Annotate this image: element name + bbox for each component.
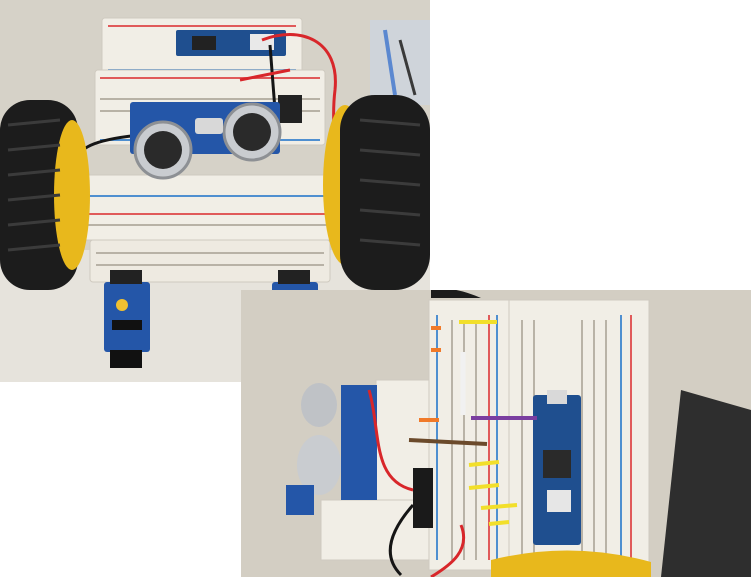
parts-box [370,20,430,105]
robot-photo [0,0,430,382]
hc-sr04-ultrasonic-sensor-icon [297,383,377,500]
driver-header [278,95,302,123]
black-wire [388,504,415,577]
loose-wire-2 [398,39,417,96]
arduino-nano-icon [533,390,581,545]
wheel-icon [491,550,651,577]
ir-line-sensor-icon [286,485,314,515]
red-wire [367,389,414,492]
wheel-icon [0,100,90,290]
brown-wire [408,438,488,446]
hc-sr04-ultrasonic-sensor-icon [130,102,282,180]
breadboard-photo [241,290,751,577]
bottom-breadboard [89,239,331,283]
breadboard-illustration [241,290,751,577]
ir-line-sensor-icon [104,270,150,368]
loose-wire-1 [383,29,397,96]
red-wire-2 [239,68,291,82]
front-breadboard [79,174,336,241]
robot-illustration [0,0,430,382]
motor-driver-chip-icon [413,468,433,528]
wheel-icon [323,95,430,290]
dark-object [661,390,751,577]
